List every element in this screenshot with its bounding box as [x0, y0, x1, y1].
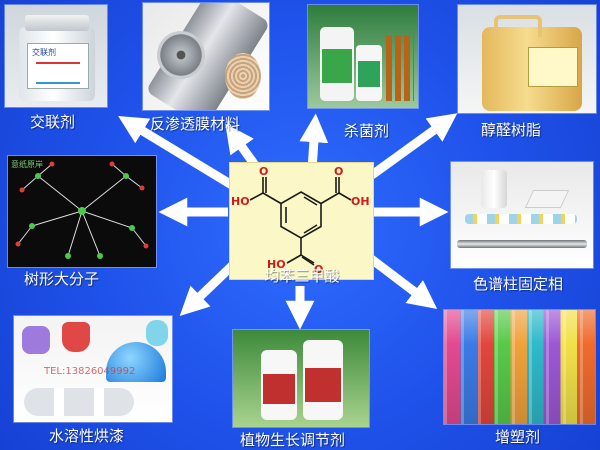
alkyd-resin-photo [458, 5, 596, 113]
arrow-to-plasticizer [367, 254, 438, 309]
plant-growth-regulator-photo [233, 330, 369, 427]
glass-blue-dome [106, 342, 166, 382]
label-ro-membrane: 反渗透膜材料 [150, 115, 241, 133]
atom-o-bottom: O [314, 263, 323, 276]
jar-label-structure [36, 62, 80, 84]
label-alkyd-resin: 醇醛树脂 [481, 121, 542, 139]
label-waterborne-paint: 水溶性烘漆 [49, 427, 125, 445]
atom-o-top-left: O [259, 165, 268, 178]
arrow-to-waterborne-paint [179, 258, 240, 316]
bottle-large [320, 27, 354, 101]
glass-white-shades [24, 388, 134, 416]
bottle-right [303, 340, 343, 420]
ptfe-sheet [524, 190, 570, 208]
dendrimer-model [15, 161, 149, 259]
glass-red [62, 322, 90, 352]
fungicide-photo [308, 5, 418, 108]
dendrimer-tag: 意纸原岸 [11, 160, 43, 169]
compound-name-label: 均苯三甲酸 [264, 267, 340, 285]
group-ho-bottom: HO [267, 258, 286, 271]
jar-lid [25, 15, 89, 31]
glass-cyan [146, 320, 168, 346]
label-dendrimer: 树形大分子 [24, 270, 100, 288]
jar-label-text: 交联剂 [32, 48, 56, 57]
label-fungicide: 杀菌剂 [344, 122, 390, 140]
label-crosslinker: 交联剂 [30, 113, 76, 131]
trimesic-acid-structure: O O HO OH HO O [231, 165, 370, 276]
ptfe-rod [481, 170, 507, 208]
paint-watermark: TEL:13826049992 [44, 366, 136, 377]
jerrycan-label [528, 47, 578, 87]
bottle-small [356, 45, 382, 101]
center-structure-box: O O HO OH HO O [229, 162, 374, 280]
bottle-left [261, 350, 297, 420]
ro-membrane-photo [143, 3, 269, 110]
waterborne-paint-photo: TEL:13826049992 [14, 316, 172, 422]
jerrycan-handle [494, 15, 542, 37]
bottle-left-label [263, 374, 295, 404]
glass-purple [22, 326, 50, 354]
bottle-small-label [358, 61, 380, 87]
column-discs [465, 214, 577, 224]
chromatography-photo [451, 162, 593, 268]
bottle-shelf [444, 310, 595, 424]
label-plasticizer: 增塑剂 [495, 428, 541, 446]
label-plant-growth-regulator: 植物生长调节剂 [240, 431, 346, 449]
arrow-to-alkyd-resin [362, 113, 458, 184]
dendrimer-photo: 意纸原岸 [8, 156, 156, 267]
membrane-end-disc [157, 31, 205, 79]
ampoules [386, 35, 414, 101]
crosslinker-photo: 交联剂 [5, 5, 107, 107]
group-ho-left: HO [231, 195, 250, 208]
plasticizer-photo [444, 310, 595, 424]
group-oh-right: OH [351, 195, 370, 208]
bottle-right-label [305, 368, 341, 402]
column-tube [457, 240, 587, 248]
label-chromatography: 色谱柱固定相 [473, 275, 564, 293]
membrane-element [225, 53, 261, 99]
atom-o-top-right: O [334, 165, 343, 178]
bottle-large-label [322, 49, 352, 83]
jar-label: 交联剂 [27, 43, 89, 89]
arrow-to-crosslinker [118, 116, 243, 194]
